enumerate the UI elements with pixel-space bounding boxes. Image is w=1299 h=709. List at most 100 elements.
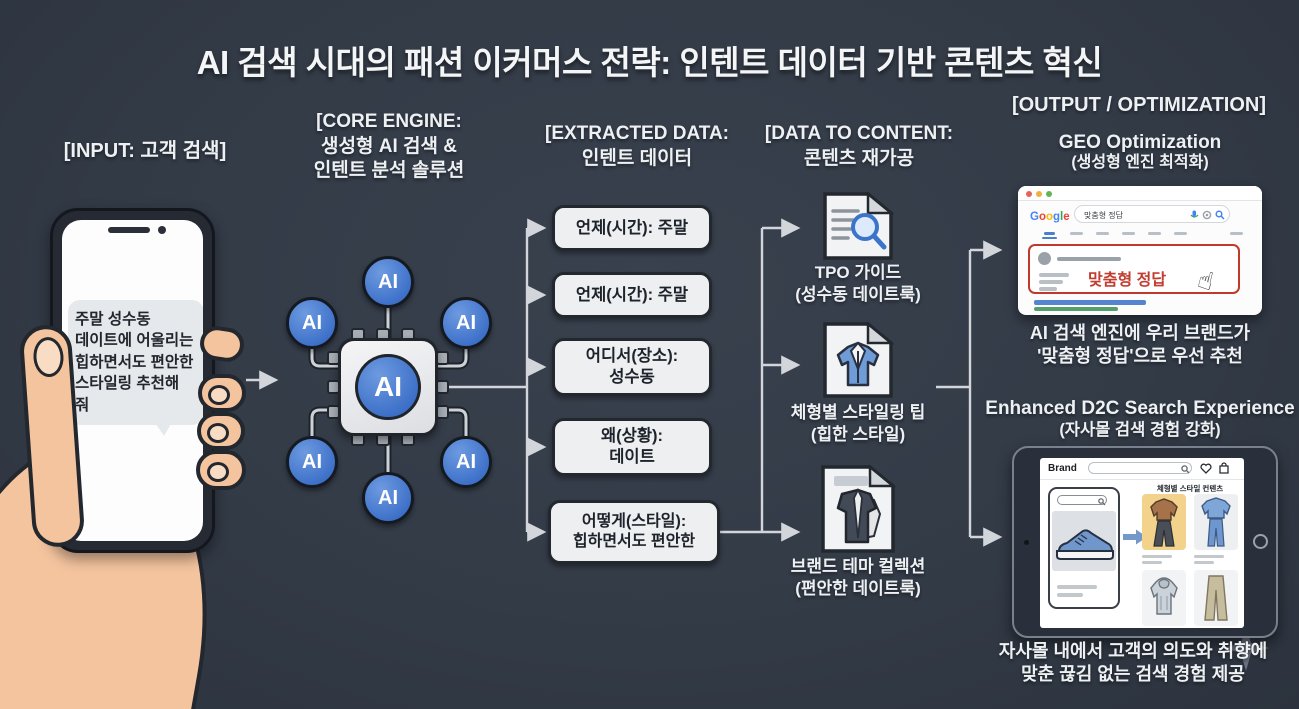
phone-camera-dot [158, 226, 166, 234]
ai-engine-diagram: AI AI AI AI AI AI AI [280, 250, 495, 530]
intent-data-box: 왜(상황): 데이트 [552, 418, 712, 476]
input-column-header: [INPUT: 고객 검색] [63, 140, 227, 162]
text-placeholder-bar [1194, 561, 1214, 564]
ai-node: AI [286, 436, 338, 488]
tab-all [1044, 232, 1055, 235]
document-shirt-icon [821, 464, 897, 553]
lens-icon [1202, 210, 1212, 220]
result-avatar [1038, 252, 1051, 265]
d2c-title: Enhanced D2C Search Experience [985, 398, 1295, 419]
text-placeholder-bar [1194, 555, 1224, 558]
geo-caption: AI 검색 엔진에 우리 브랜드가 '맞춤형 정답'으로 우선 추천 [1029, 323, 1251, 367]
search-input: 맞춤형 정답 [1074, 205, 1230, 223]
pants-image [1204, 575, 1228, 621]
search-icon [1215, 210, 1225, 220]
ai-chip-core: AI [355, 354, 421, 420]
window-zoom-icon [1046, 191, 1052, 197]
tab-placeholder [1230, 232, 1243, 235]
tab-placeholder [1096, 232, 1109, 235]
ai-node: AI [362, 256, 414, 308]
hand-cursor-icon: ☝ [1194, 265, 1217, 297]
card-search-input [1057, 495, 1107, 505]
tab-placeholder [1174, 232, 1187, 235]
window-close-icon [1026, 191, 1032, 197]
geo-subtitle: (생성형 엔진 최적화) [1071, 154, 1209, 171]
product-card-outfit2 [1194, 494, 1238, 550]
search-icon [1098, 497, 1106, 505]
link-placeholder-bar [1034, 300, 1146, 305]
ai-node-label: AI [378, 486, 398, 509]
divider [1040, 479, 1244, 480]
sweater-jeans-image [1201, 497, 1231, 547]
text-placeholder-bar [1057, 257, 1121, 261]
text-placeholder-bar [1039, 287, 1057, 291]
text-placeholder-bar [1039, 280, 1063, 284]
hand-holding-phone-illustration: 주말 성수동 데이트에 어울리는 힙하면서도 편안한 스타일링 추천해 줘 [0, 185, 285, 709]
searched-product-card [1048, 487, 1120, 609]
content-item-caption: 브랜드 테마 컬렉션 (편안한 데이트룩) [790, 557, 926, 599]
text-placeholder-bar [1039, 273, 1069, 277]
ai-node-label: AI [456, 450, 476, 473]
tablet-home-button [1253, 534, 1268, 549]
text-placeholder-bar [1057, 585, 1097, 589]
result-tabs [1042, 232, 1243, 239]
tablet-camera-dot [1024, 540, 1029, 545]
intent-data-box: 언제(시간): 주말 [552, 205, 712, 251]
ai-node-label: AI [456, 311, 476, 334]
hoodie-image [1150, 577, 1178, 615]
page-title: AI 검색 시대의 패션 이커머스 전략: 인텐트 데이터 기반 콘텐츠 혁신 [196, 44, 1103, 82]
search-input-value: 맞춤형 정답 [1084, 211, 1124, 220]
fingertip [197, 412, 245, 450]
search-query-bubble: 주말 성수동 데이트에 어울리는 힙하면서도 편안한 스타일링 추천해 줘 [68, 300, 203, 425]
tab-underline [1042, 237, 1057, 239]
logo-letter: G [1030, 211, 1039, 223]
phone-screen: 주말 성수동 데이트에 어울리는 힙하면서도 편안한 스타일링 추천해 줘 [62, 220, 203, 541]
thumb-nail [32, 336, 65, 379]
window-minimize-icon [1036, 191, 1042, 197]
text-placeholder-bar [1057, 593, 1083, 597]
fingertip [198, 374, 246, 412]
intent-data-box: 언제(시간): 주말 [552, 272, 712, 318]
output-column-header: [OUTPUT / OPTIMIZATION] [1011, 94, 1267, 116]
url-placeholder-bar [1034, 307, 1118, 311]
phone-speaker-notch [108, 227, 150, 233]
browser-titlebar [1018, 186, 1262, 201]
geo-title: GEO Optimization [1058, 132, 1222, 153]
ai-node: AI [286, 297, 338, 349]
highlighted-answer-text: 맞춤형 정답 [1088, 272, 1167, 289]
content-column-header: [DATA TO CONTENT: 콘텐츠 재가공 [764, 123, 954, 169]
search-query-text: 주말 성수동 데이트에 어울리는 힙하면서도 편안한 스타일링 추천해 줘 [75, 311, 194, 414]
sneaker-image [1056, 529, 1114, 560]
recommendation-arrow-icon [1123, 529, 1147, 545]
intent-data-box: 어디서(장소): 성수동 [552, 338, 712, 396]
tab-placeholder [1122, 232, 1135, 235]
logo-letter: e [1063, 211, 1070, 223]
content-item-caption: TPO 가이드 (성수동 데이트룩) [795, 263, 921, 305]
grid-title: 체형별 스타일 컨텐츠 [1156, 484, 1224, 493]
content-item-caption: 체형별 스타일링 팁 (힙한 스타일) [790, 403, 926, 445]
cart-bag-icon [1219, 462, 1229, 474]
sparkle-watermark-icon [1223, 625, 1269, 671]
brand-store-tablet-mockup: Brand [1012, 446, 1278, 638]
product-card-hoodie [1142, 570, 1186, 626]
google-search-mockup: Google 맞춤형 정답 [1018, 186, 1262, 315]
product-card-outfit1 [1142, 494, 1186, 550]
wishlist-heart-icon [1200, 463, 1212, 474]
jacket-pants-image [1150, 498, 1178, 547]
mic-icon [1190, 210, 1199, 218]
logo-letter: o [1045, 211, 1054, 223]
ai-node-label: AI [302, 450, 322, 473]
search-icon [1181, 465, 1190, 474]
ai-chip-label: AI [374, 371, 402, 402]
tablet-screen: Brand [1040, 458, 1244, 628]
text-placeholder-bar [1142, 561, 1162, 564]
text-placeholder-bar [1142, 555, 1172, 558]
logo-letter: o [1038, 211, 1046, 223]
smartphone: 주말 성수동 데이트에 어울리는 힙하면서도 편안한 스타일링 추천해 줘 [50, 208, 215, 553]
highlighted-answer-box: 맞춤형 정답 ☝ [1028, 244, 1240, 296]
store-search-input [1088, 462, 1192, 474]
tab-placeholder [1148, 232, 1161, 235]
finger-nail [208, 385, 230, 405]
google-logo: Google [1030, 207, 1070, 225]
